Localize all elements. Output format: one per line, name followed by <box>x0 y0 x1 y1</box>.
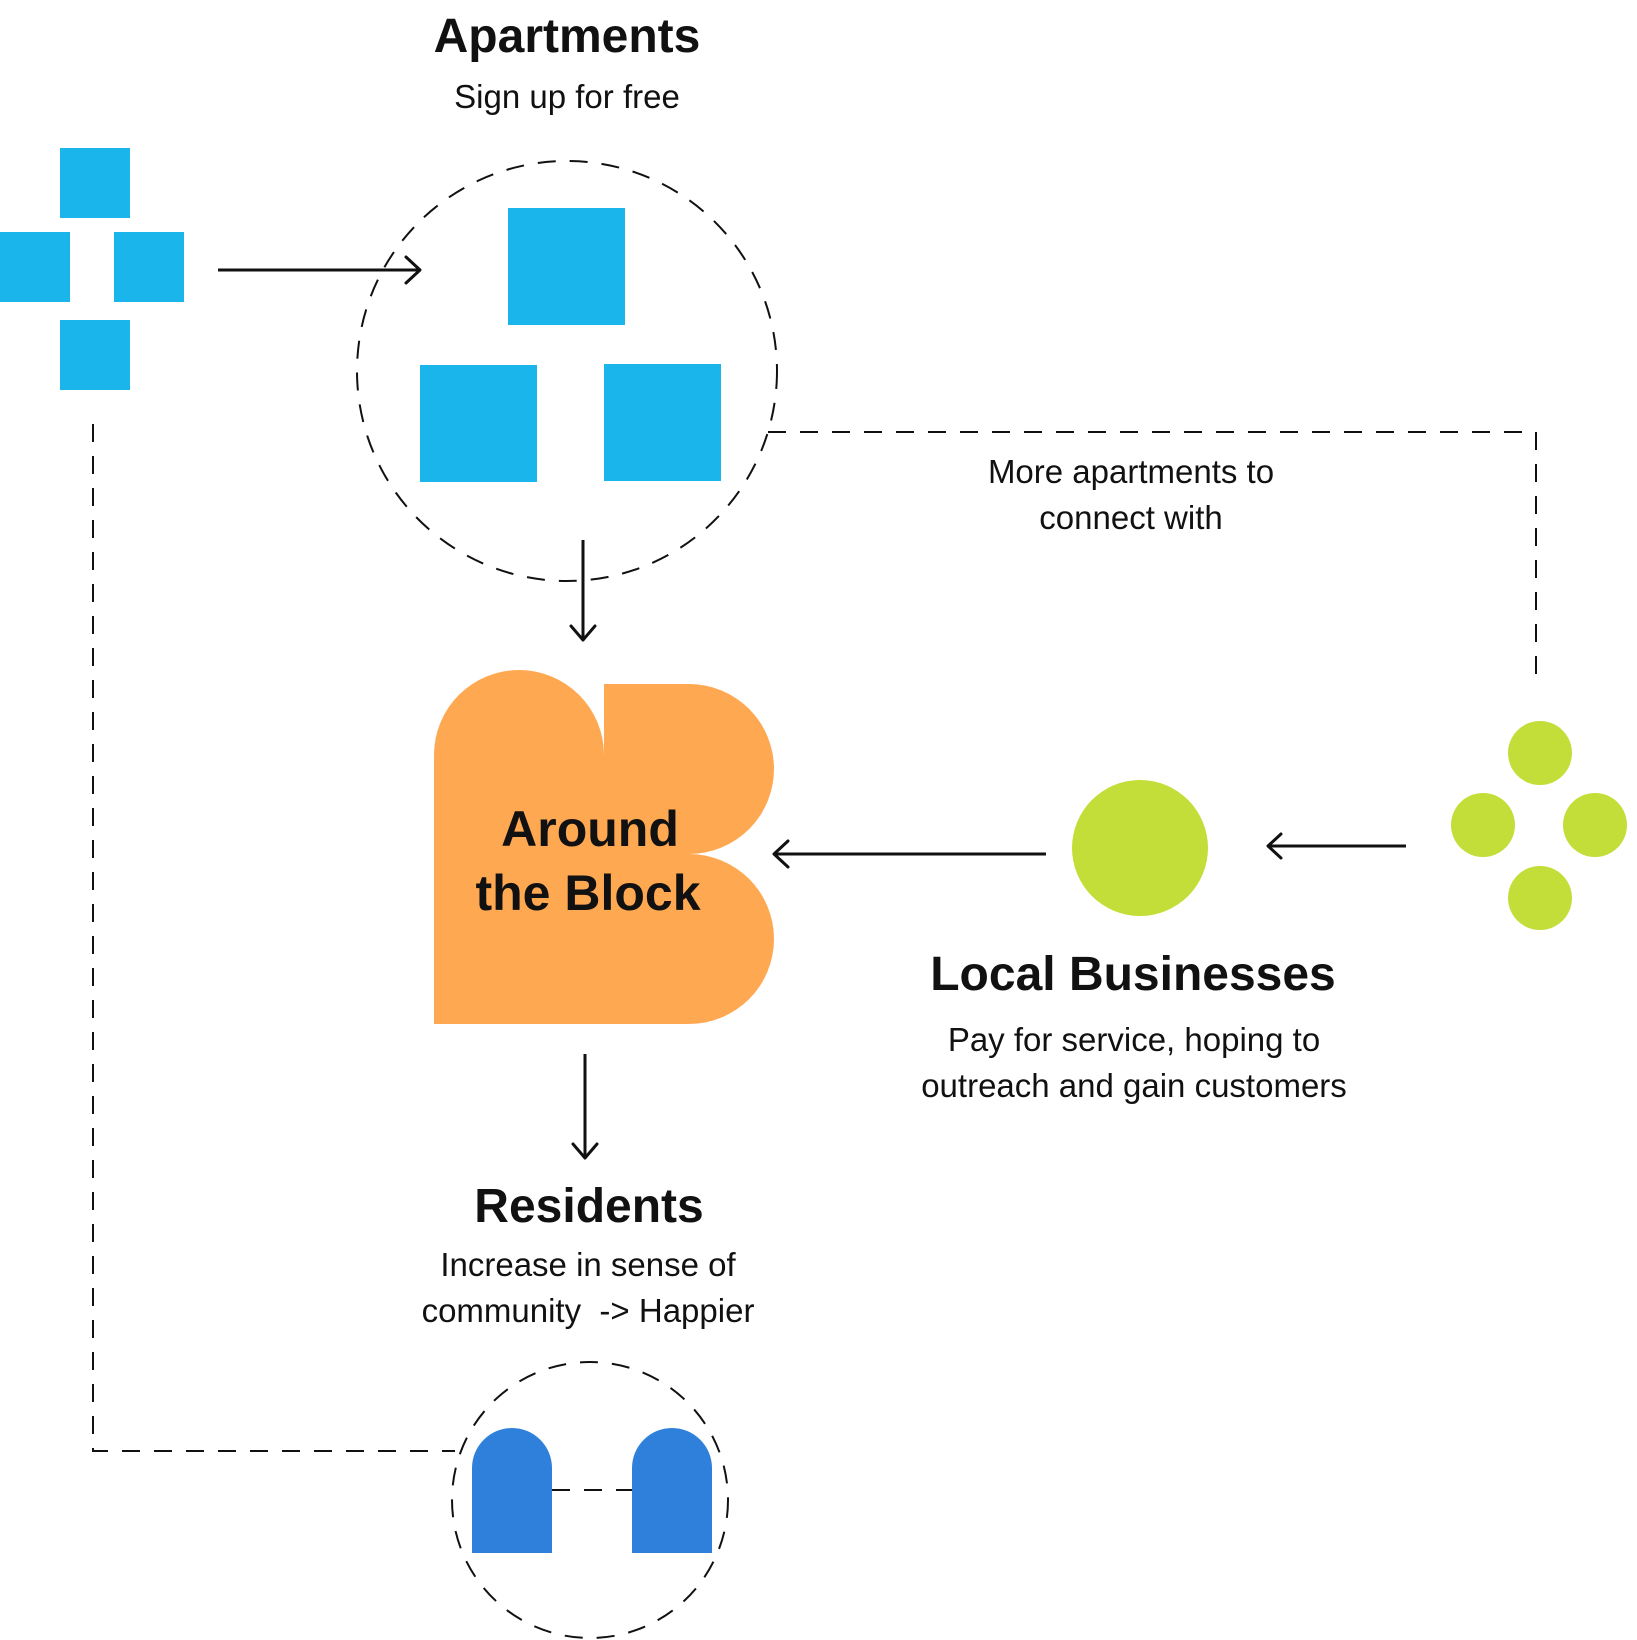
arrow-cluster-to-apartments <box>218 255 422 285</box>
connect-note-line1: More apartments to <box>988 453 1274 490</box>
cluster-square-top <box>60 148 130 218</box>
residents-title: Residents <box>474 1180 703 1233</box>
business-cluster-bottom <box>1508 866 1572 930</box>
residents-pair-icon <box>472 1428 712 1553</box>
arrow-cluster-to-business <box>1266 832 1406 860</box>
apartments-dashed-circle <box>356 160 778 582</box>
residents-desc-line1: Increase in sense of <box>440 1246 736 1283</box>
apartments-cluster-icon <box>0 148 184 390</box>
business-circle-icon <box>1072 780 1208 916</box>
cluster-square-bottom <box>60 320 130 390</box>
business-cluster-right <box>1563 793 1627 857</box>
business-cluster-icon <box>1451 721 1627 930</box>
businesses-title: Local Businesses <box>930 948 1336 1001</box>
businesses-desc-line2: outreach and gain customers <box>921 1067 1347 1104</box>
brand-line2: the Block <box>475 865 700 921</box>
residents-dashed-circle <box>451 1361 729 1639</box>
businesses-desc-line1: Pay for service, hoping to <box>948 1021 1320 1058</box>
resident-person-right <box>632 1428 712 1553</box>
brand-line1: Around <box>501 801 679 857</box>
apartments-title: Apartments <box>434 10 701 63</box>
connector-apartments-to-businesses <box>768 431 1537 682</box>
resident-person-left <box>472 1428 552 1553</box>
arrow-businesses-to-brand <box>772 839 1046 869</box>
apartments-group-icon <box>420 208 721 482</box>
business-cluster-left <box>1451 793 1515 857</box>
brand-logo <box>434 670 774 1024</box>
apartment-square-right <box>604 364 721 481</box>
apartment-square-left <box>420 365 537 482</box>
cluster-square-right <box>114 232 184 302</box>
connect-note-line2: connect with <box>1039 499 1222 536</box>
residents-desc-line2: community -> Happier <box>422 1292 755 1329</box>
business-cluster-top <box>1508 721 1572 785</box>
apartment-square-top <box>508 208 625 325</box>
cluster-square-left <box>0 232 70 302</box>
apartments-subtitle: Sign up for free <box>454 78 680 115</box>
connector-apartments-to-residents <box>92 424 455 1452</box>
arrow-apartments-to-brand <box>569 540 597 642</box>
arrow-brand-to-residents <box>571 1054 599 1160</box>
